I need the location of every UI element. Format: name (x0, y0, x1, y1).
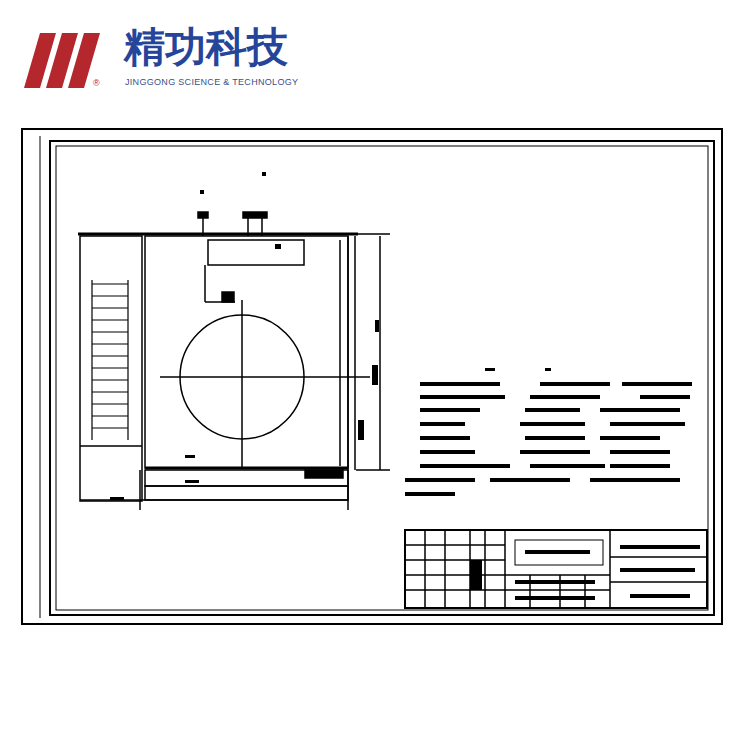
ladder (92, 280, 128, 440)
machine-outline (78, 212, 390, 510)
registered-mark: ® (93, 79, 100, 88)
logo-mark (24, 33, 100, 88)
title-block-marks (470, 545, 700, 600)
company-name: 精功科技 (124, 27, 288, 68)
sheet-frame (22, 129, 722, 624)
company-subtitle: JINGGONG SCIENCE & TECHNOLOGY (125, 78, 298, 87)
illegible-marks (110, 172, 692, 500)
title-block (405, 530, 707, 608)
